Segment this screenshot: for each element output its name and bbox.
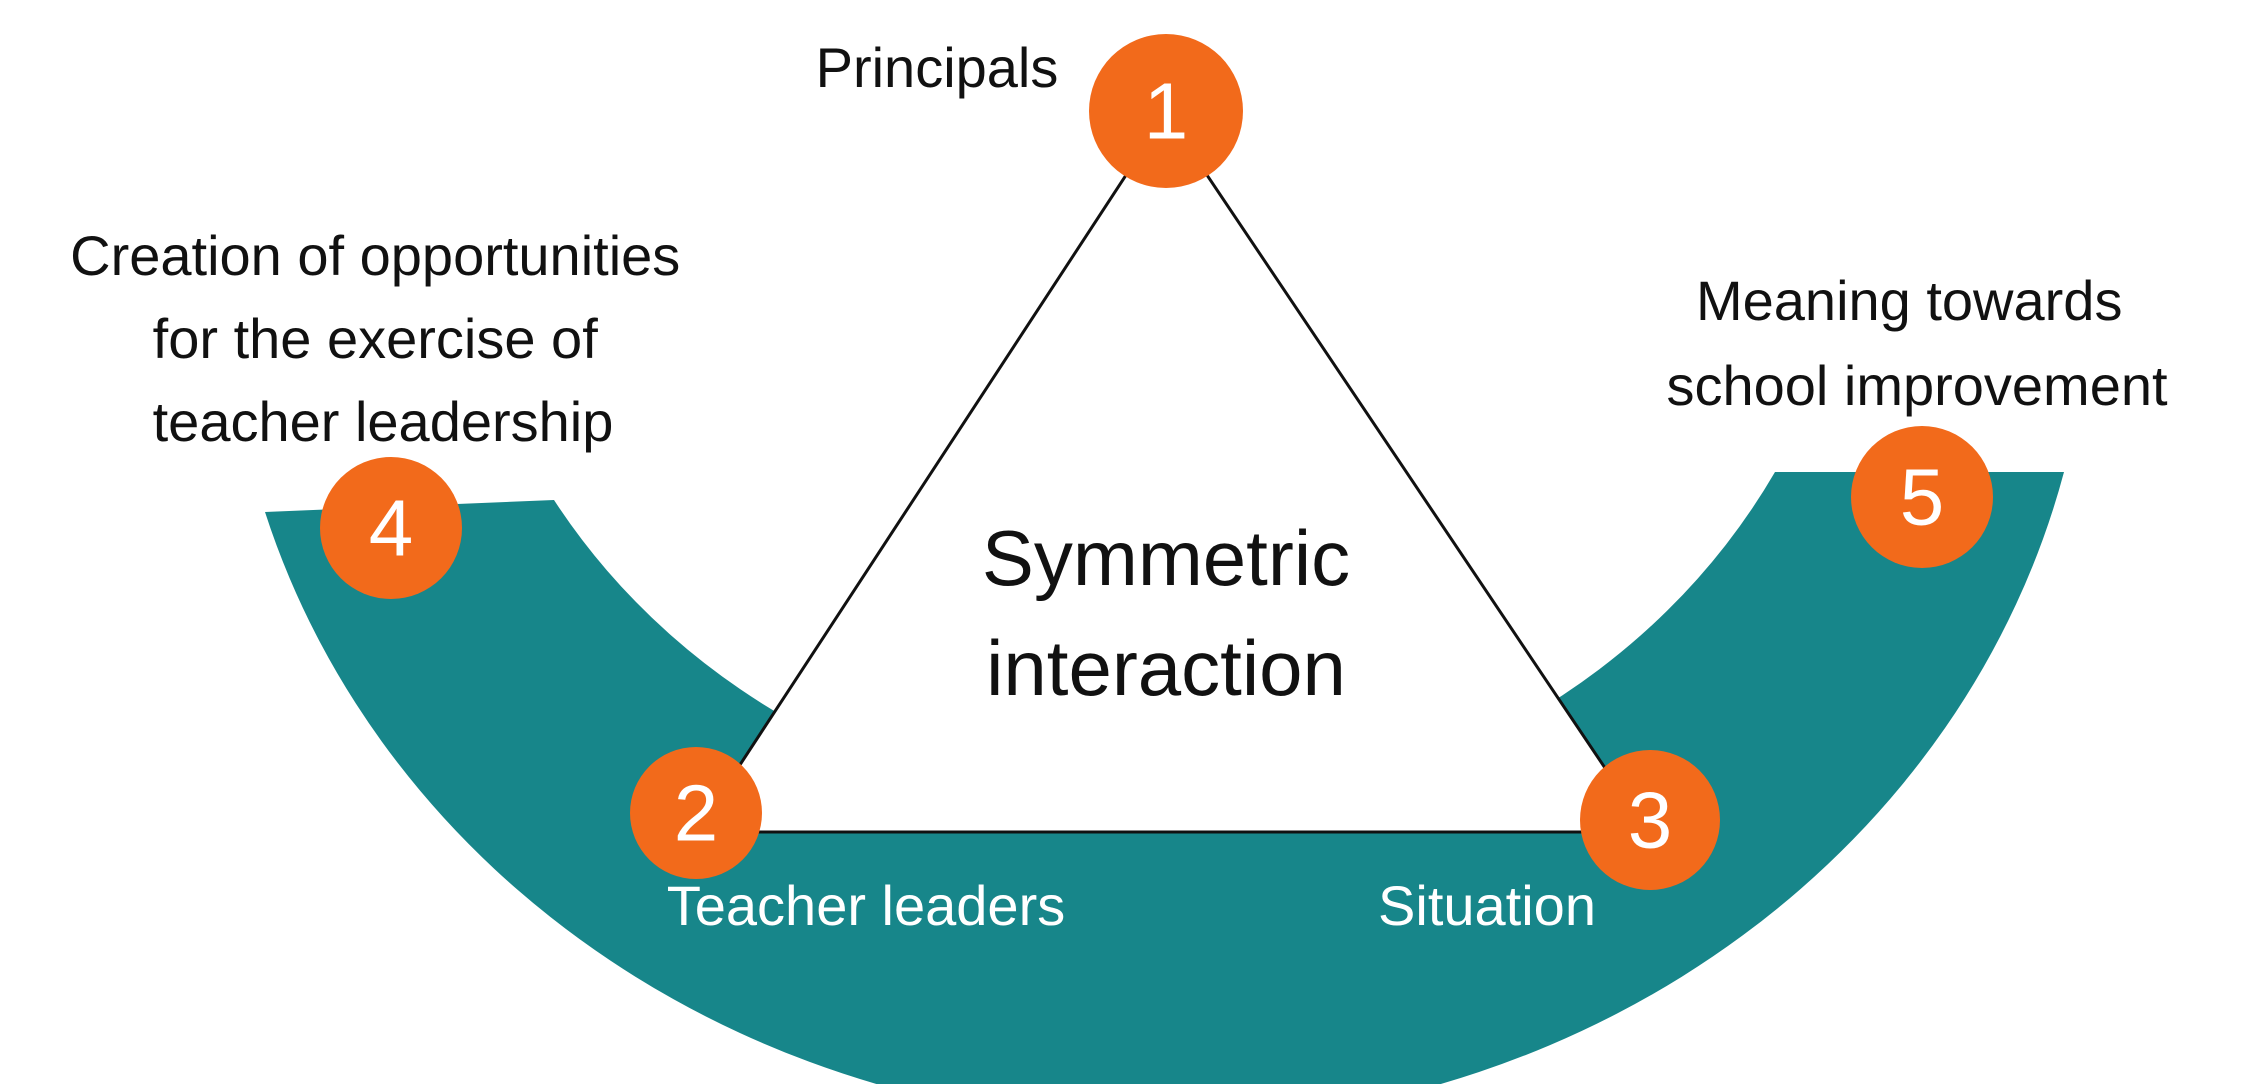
node-4-number: 4 [369, 484, 414, 573]
node-2: 2 [630, 747, 762, 879]
node-2-number: 2 [674, 769, 719, 858]
node-4-label-line3: teacher leadership [153, 390, 614, 453]
arc-band [265, 472, 2064, 1084]
node-5-number: 5 [1900, 453, 1945, 542]
center-title-line1: Symmetric [982, 514, 1350, 602]
node-2-circle [630, 747, 762, 879]
node-4-label-line2: for the exercise of [153, 307, 599, 370]
node-3-label: Situation [1378, 874, 1596, 937]
node-3-circle [1580, 750, 1720, 890]
node-2-label: Teacher leaders [667, 874, 1065, 937]
node-1-label: Principals [816, 36, 1059, 99]
node-4-label: Creation of opportunities for the exerci… [70, 224, 696, 453]
node-4-circle [320, 457, 462, 599]
node-3-number: 3 [1628, 776, 1673, 865]
node-5-circle [1851, 426, 1993, 568]
node-4-label-line1: Creation of opportunities [70, 224, 680, 287]
center-title-line2: interaction [986, 624, 1346, 712]
node-1: 1 [1089, 34, 1243, 188]
node-5-label-line1: Meaning towards [1696, 269, 2122, 332]
node-5: 5 [1851, 426, 1993, 568]
node-5-label-line2: school improvement [1666, 354, 2168, 417]
interaction-triangle [693, 111, 1651, 834]
node-3: 3 [1580, 750, 1720, 890]
node-5-label: Meaning towards school improvement [1666, 269, 2168, 417]
node-4: 4 [320, 457, 462, 599]
node-1-circle [1089, 34, 1243, 188]
node-1-number: 1 [1144, 67, 1189, 156]
